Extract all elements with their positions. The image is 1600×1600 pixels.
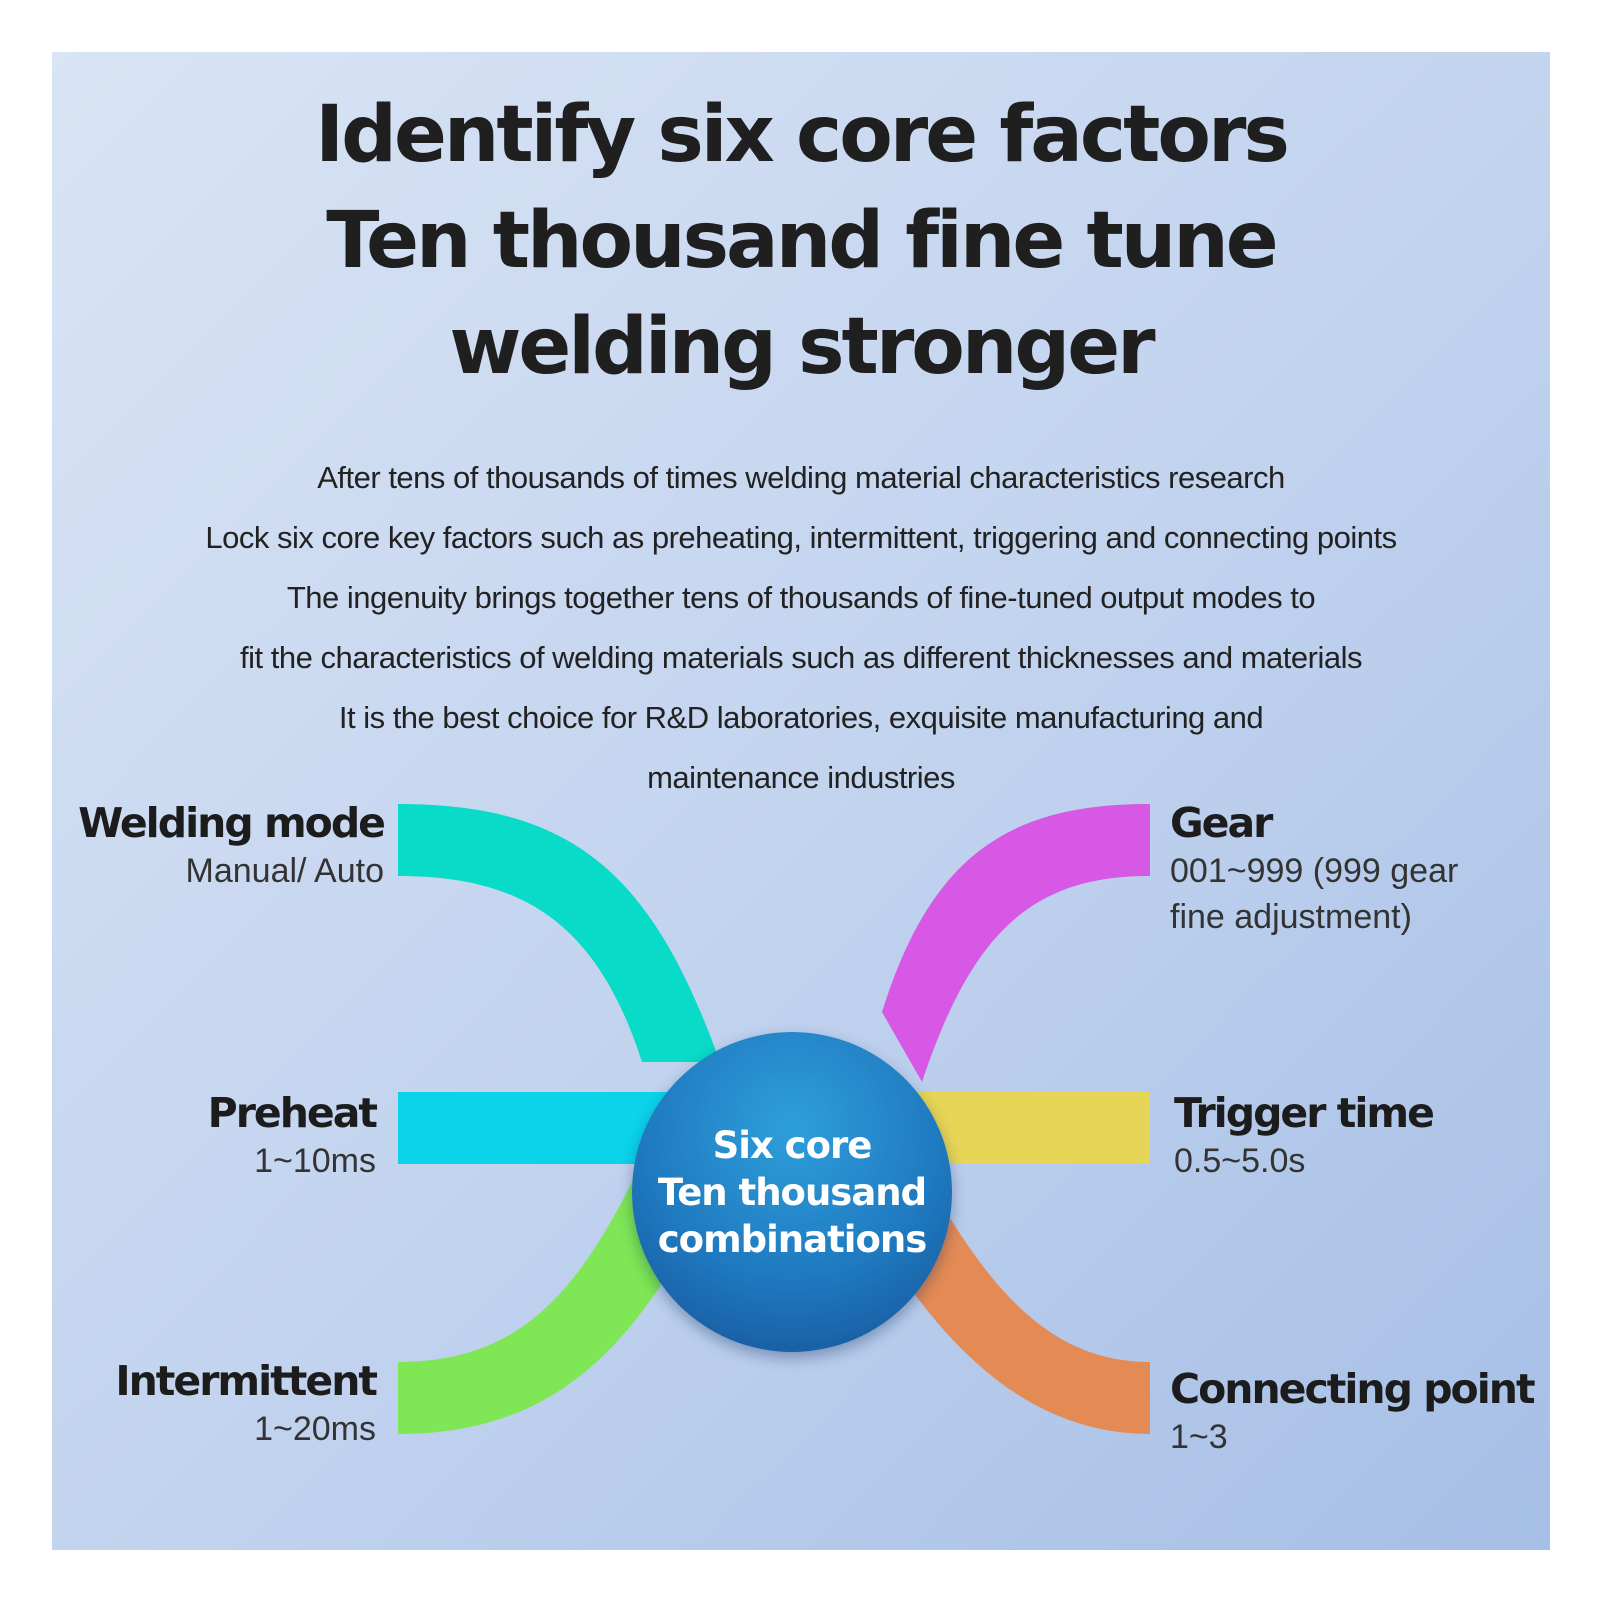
- welding-mode-ribbon: [398, 804, 720, 1062]
- factor-gear: Gear 001~999 (999 gear fine adjustment): [1170, 798, 1458, 940]
- intro-text: After tens of thousands of times welding…: [52, 448, 1550, 808]
- factor-range: fine adjustment): [1170, 898, 1412, 936]
- factor-range: 1~20ms: [254, 1410, 376, 1448]
- factor-range: 001~999 (999 gear: [1170, 852, 1459, 890]
- intermittent-ribbon: [398, 1182, 684, 1434]
- factor-name: Gear: [1170, 799, 1273, 847]
- hub-line: Six core: [712, 1123, 873, 1167]
- headline: Identify six core factors Ten thousand f…: [52, 82, 1550, 400]
- factor-preheat: Preheat 1~10ms: [207, 1088, 378, 1184]
- intro-line: fit the characteristics of welding mater…: [240, 640, 1362, 675]
- factor-range: 1~3: [1170, 1418, 1228, 1456]
- factor-range: 0.5~5.0s: [1174, 1142, 1306, 1180]
- intro-line: maintenance industries: [647, 760, 955, 795]
- headline-line: welding stronger: [449, 302, 1155, 392]
- factor-name: Trigger time: [1174, 1089, 1435, 1137]
- headline-line: Identify six core factors: [315, 90, 1290, 180]
- intro-line: After tens of thousands of times welding…: [317, 460, 1285, 495]
- gear-ribbon: [882, 804, 1150, 1082]
- infographic-panel: Identify six core factors Ten thousand f…: [52, 52, 1550, 1550]
- factor-ribbons: [398, 804, 1150, 1434]
- factor-range: 1~10ms: [254, 1142, 376, 1180]
- intro-line: Lock six core key factors such as prehea…: [205, 520, 1397, 555]
- factor-intermittent: Intermittent 1~20ms: [115, 1356, 378, 1452]
- hub-line: combinations: [657, 1217, 928, 1261]
- headline-line: Ten thousand fine tune: [326, 196, 1278, 286]
- factor-range: Manual/ Auto: [185, 852, 384, 890]
- factor-name: Connecting point: [1170, 1365, 1536, 1413]
- intro-line: The ingenuity brings together tens of th…: [286, 580, 1316, 615]
- factor-welding-mode: Welding mode Manual/ Auto: [78, 798, 386, 894]
- factor-name: Preheat: [207, 1089, 378, 1137]
- core-hub-circle: Six core Ten thousand combinations: [632, 1032, 952, 1352]
- factor-connecting-point: Connecting point 1~3: [1170, 1364, 1536, 1460]
- intro-line: It is the best choice for R&D laboratori…: [338, 700, 1264, 735]
- connecting-point-ribbon: [892, 1188, 1150, 1434]
- factor-name: Intermittent: [115, 1357, 378, 1405]
- factor-name: Welding mode: [78, 799, 386, 847]
- hub-line: Ten thousand: [657, 1170, 927, 1214]
- factor-trigger-time: Trigger time 0.5~5.0s: [1174, 1088, 1435, 1184]
